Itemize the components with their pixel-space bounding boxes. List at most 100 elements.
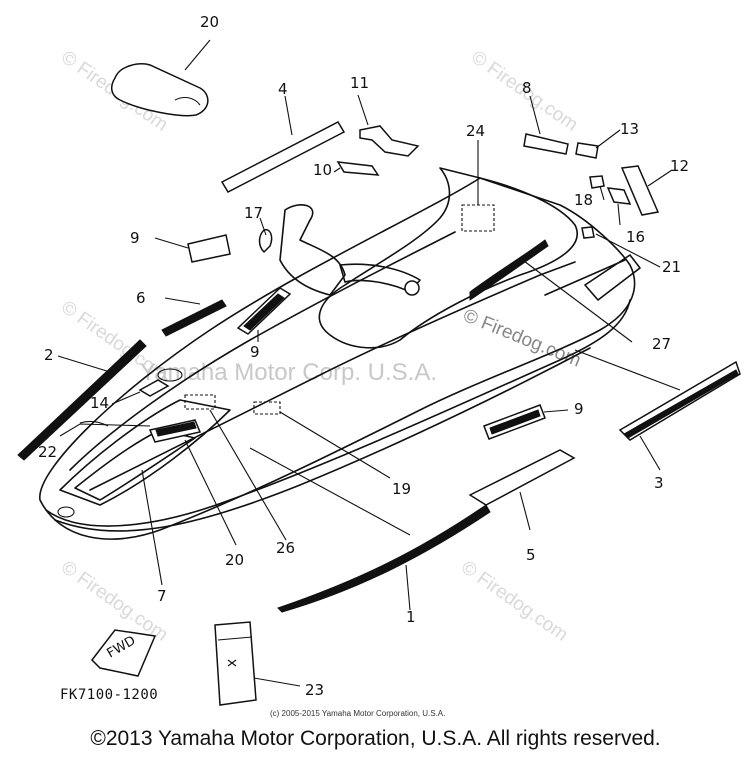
callout-7: 7 xyxy=(157,587,167,605)
leader-1b xyxy=(249,447,411,536)
bow-eye xyxy=(57,506,75,518)
callout-8: 8 xyxy=(522,79,532,97)
deck-rail-outer xyxy=(89,261,576,491)
part-21-decal xyxy=(581,226,595,239)
engine-hood xyxy=(318,167,578,349)
callout-6: 6 xyxy=(136,289,146,307)
leader-15 xyxy=(111,391,141,405)
callout-2: 2 xyxy=(44,346,54,364)
small-notice: (c) 2005-2015 Yamaha Motor Corporation, … xyxy=(270,709,445,718)
leader-17 xyxy=(259,217,267,236)
part-24-flap xyxy=(217,636,253,641)
leader-4 xyxy=(284,95,293,136)
leader-14 xyxy=(595,129,621,149)
hull-lower-edge xyxy=(54,347,591,532)
callout-27: 27 xyxy=(652,335,671,353)
callout-3: 3 xyxy=(654,474,664,492)
part-4-stripe xyxy=(220,121,346,193)
callout-23: 22 xyxy=(38,443,57,461)
callout-10: 9 xyxy=(250,343,260,361)
callout-19: 19 xyxy=(392,480,411,498)
callout-15: 14 xyxy=(90,394,109,412)
part-9-decal-upper xyxy=(187,234,231,263)
hood-stripe xyxy=(469,239,549,301)
part-3-stripe-fill xyxy=(623,369,739,439)
part-20-decal-fill xyxy=(155,421,197,437)
callout-26: 26 xyxy=(276,539,295,557)
callout-20: 20 xyxy=(225,551,244,569)
callout-1: 1 xyxy=(406,608,416,626)
callout-14: 13 xyxy=(620,120,639,138)
callout-24: 23 xyxy=(305,681,324,699)
part-26-decal xyxy=(184,394,216,410)
watermark: © Firedog.com xyxy=(457,557,571,646)
hull-outline xyxy=(39,177,636,540)
part-5-stripe xyxy=(468,449,576,506)
part-12-decal xyxy=(359,125,420,157)
side-pipe xyxy=(544,259,626,296)
part-1-stripe xyxy=(277,504,491,613)
handle-grip xyxy=(404,280,420,296)
part-19-decal xyxy=(253,401,281,415)
callout-13: 12 xyxy=(670,157,689,175)
callout-22: 20 xyxy=(200,13,219,31)
part-15-decal xyxy=(138,379,170,397)
deck-hole xyxy=(157,368,183,382)
decal-parts: FWD xyxy=(17,63,741,706)
callout-4: 4 xyxy=(278,80,288,98)
part-code: FK7100-1200 xyxy=(60,687,158,703)
part-24-mark xyxy=(227,659,237,667)
leader-12 xyxy=(357,94,369,126)
leader-21 xyxy=(595,233,661,268)
part-24-pouch xyxy=(214,621,257,706)
part-18-decal xyxy=(589,175,605,189)
leader-6 xyxy=(164,297,201,305)
part-10-badge-fill xyxy=(243,293,285,331)
front-hood xyxy=(59,399,231,506)
leader-27 xyxy=(519,257,633,343)
callout-numbers: 20 4 11 8 13 12 24 10 18 16 21 17 9 6 2 … xyxy=(38,13,689,699)
leader-22 xyxy=(184,39,211,71)
part-22-seat-pad xyxy=(110,63,209,117)
part-25-decal xyxy=(461,204,495,232)
side-pipe-end xyxy=(584,254,641,301)
hull-body xyxy=(39,167,641,540)
part-22-crease xyxy=(174,96,201,106)
watermark-faint: Yamaha Motor Corp. U.S.A. xyxy=(140,359,437,386)
leader-16 xyxy=(617,203,621,226)
deck-rail-inner xyxy=(69,231,456,471)
footer-copyright: ©2013 Yamaha Motor Corporation, U.S.A. A… xyxy=(90,727,661,750)
leader-9b xyxy=(543,409,569,413)
callout-21: 21 xyxy=(662,258,681,276)
leader-3 xyxy=(639,435,661,471)
leader-3b xyxy=(574,349,681,391)
callout-9-upper: 9 xyxy=(130,229,140,247)
callout-16: 16 xyxy=(626,228,645,246)
callout-9-lower: 9 xyxy=(574,400,584,418)
front-hatch xyxy=(74,429,196,501)
leader-18 xyxy=(599,185,605,201)
callout-17: 17 xyxy=(244,204,263,222)
leader-9a xyxy=(154,237,189,249)
leader-24 xyxy=(253,677,301,687)
part-11-decal xyxy=(336,161,380,176)
part-9-decal-lower-fill xyxy=(489,409,541,435)
callout-5: 5 xyxy=(526,546,536,564)
part-13-decal xyxy=(620,165,660,216)
leader-1 xyxy=(405,564,411,611)
leader-7 xyxy=(141,469,163,586)
part-6-stripe xyxy=(161,299,227,337)
callout-18: 18 xyxy=(574,191,593,209)
leader-19 xyxy=(279,411,391,479)
part-17-clip xyxy=(258,228,273,254)
callout-12: 11 xyxy=(350,74,369,92)
leader-20 xyxy=(184,439,237,546)
callout-11: 10 xyxy=(313,161,332,179)
fwd-arrow-decal xyxy=(91,629,157,677)
leader-lines xyxy=(57,39,681,687)
leader-23 xyxy=(59,423,151,437)
leader-26 xyxy=(209,409,287,541)
leader-8 xyxy=(529,95,541,135)
part-8-decal xyxy=(523,133,569,155)
